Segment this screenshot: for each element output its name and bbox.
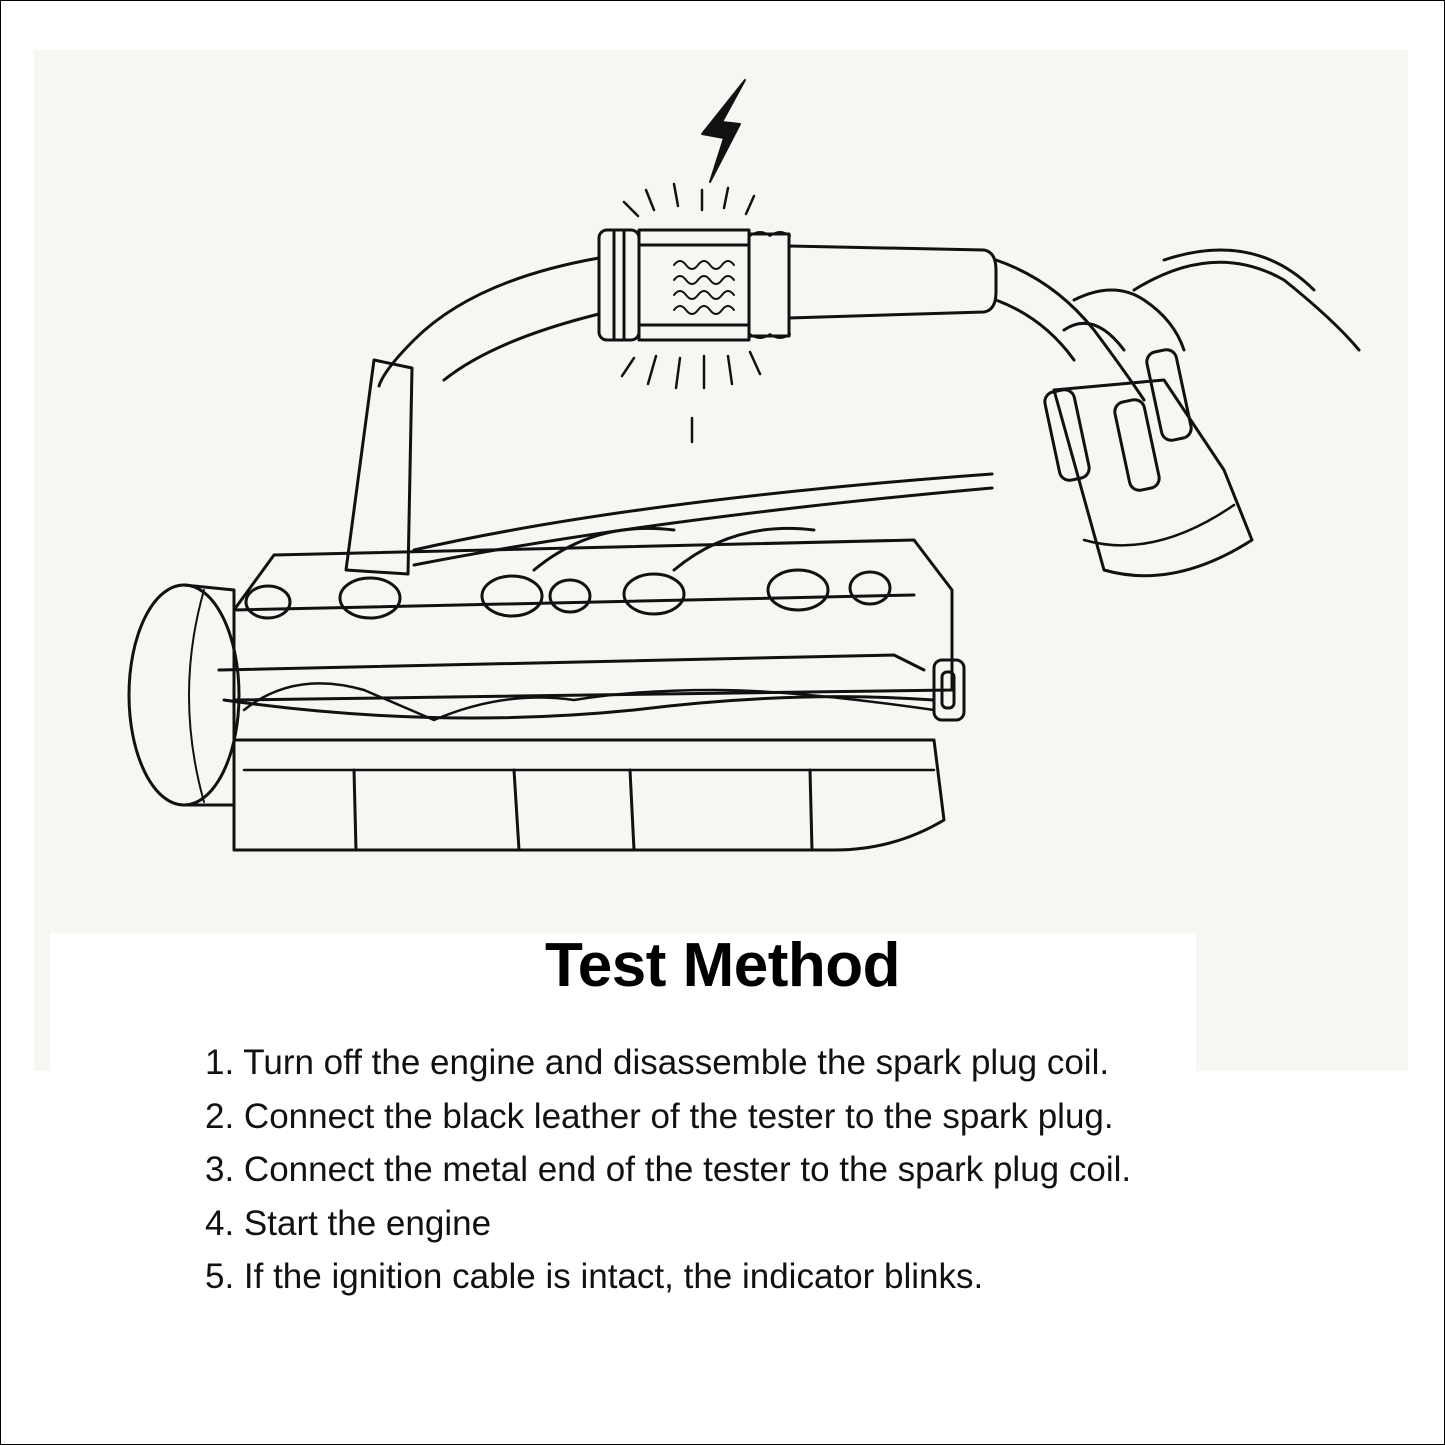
page-title: Test Method <box>545 931 901 1000</box>
step-item: 4. Start the engine <box>205 1203 492 1243</box>
glow-rays-bottom <box>620 350 762 444</box>
step-item: 5. If the ignition cable is intact, the … <box>205 1257 984 1296</box>
engine-spark-tester-illustration <box>127 79 1361 852</box>
spark-tester <box>597 228 998 342</box>
step-item: 3. Connect the metal end of the tester t… <box>205 1150 1132 1189</box>
tester-boot <box>344 358 414 576</box>
ignition-cable <box>1072 288 1186 352</box>
engine-block <box>127 538 966 852</box>
engine-wire <box>532 526 676 572</box>
illustration-background <box>34 50 1408 1071</box>
ignition-cable <box>1162 248 1316 292</box>
lightning-bolt-icon <box>701 79 746 183</box>
title-panel <box>50 933 1196 1073</box>
engine-wire <box>412 486 994 567</box>
tester-cable-left <box>377 256 601 388</box>
step-item: 2. Connect the black leather of the test… <box>205 1096 1114 1136</box>
engine-wire <box>412 472 994 552</box>
ignition-cable <box>1062 321 1126 352</box>
instruction-steps: 1. Turn off the engine and disassemble t… <box>205 1036 1131 1304</box>
glow-rays-top <box>622 182 756 218</box>
ignition-cable <box>994 298 1076 362</box>
step-item: 1. Turn off the engine and disassemble t… <box>205 1043 1110 1082</box>
ignition-cable <box>994 258 1146 402</box>
distributor-cap <box>1043 348 1254 578</box>
ignition-cable <box>1132 260 1361 352</box>
tester-cable-left-inner <box>442 312 601 382</box>
engine-wire <box>672 526 816 572</box>
